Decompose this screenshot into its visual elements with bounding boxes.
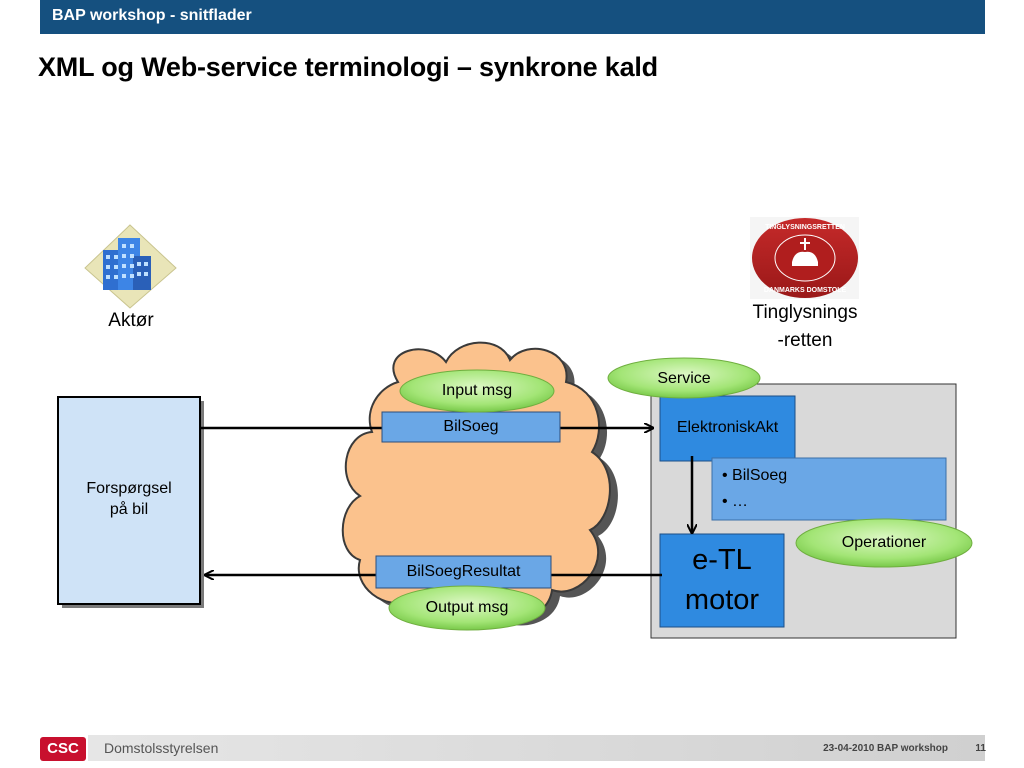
request-box (57, 396, 201, 605)
slide-title: XML og Web-service terminologi – synkron… (38, 52, 658, 82)
input-message-name: BilSoeg (443, 418, 499, 435)
output-msg-label: Output msg (425, 599, 509, 616)
operations-box (711, 457, 947, 521)
request-box-line1: Forspørgsel (86, 480, 172, 497)
input-msg-label: Input msg (441, 382, 513, 399)
output-message-name: BilSoegResultat (406, 563, 521, 580)
court-label-line2: -retten (777, 330, 833, 351)
engine-label-line2: motor (684, 584, 760, 616)
page-number: 11 (975, 743, 986, 754)
building-icon (84, 224, 177, 309)
operations-tag-label: Operationer (841, 534, 927, 551)
actor-label: Aktør (108, 310, 154, 331)
engine-box (659, 533, 785, 628)
output-message-box (375, 555, 552, 589)
operation-item: • BilSoeg (722, 467, 788, 484)
footer-org: Domstolsstyrelsen (104, 740, 219, 756)
service-name-label: ElektroniskAkt (676, 419, 779, 436)
header-title: BAP workshop - snitflader (52, 7, 252, 24)
engine-label-line1: e-TL (692, 544, 752, 576)
seal-bottom-text: DANMARKS DOMSTOLE (764, 287, 847, 294)
footer-bar (88, 735, 985, 761)
input-message-box (381, 411, 561, 443)
request-box-line2: på bil (109, 501, 149, 518)
csc-logo-text: CSC (47, 740, 79, 757)
court-seal-icon: TINGLYSNINGSRETTEN DANMARKS DOMSTOLE (750, 217, 859, 299)
output-msg-tag (388, 585, 546, 631)
court-label-line1: Tinglysnings (752, 302, 858, 323)
seal-top-text: TINGLYSNINGSRETTEN (765, 224, 845, 231)
service-name-box (659, 395, 796, 462)
input-msg-tag (399, 369, 555, 413)
operations-tag (795, 518, 973, 568)
operation-item: • … (722, 493, 749, 510)
csc-logo: CSC (40, 737, 86, 761)
service-tag-label: Service (657, 370, 711, 387)
footer-date-event: 23-04-2010 BAP workshop (823, 743, 948, 754)
service-tag (607, 357, 761, 399)
header-bar (40, 0, 985, 34)
